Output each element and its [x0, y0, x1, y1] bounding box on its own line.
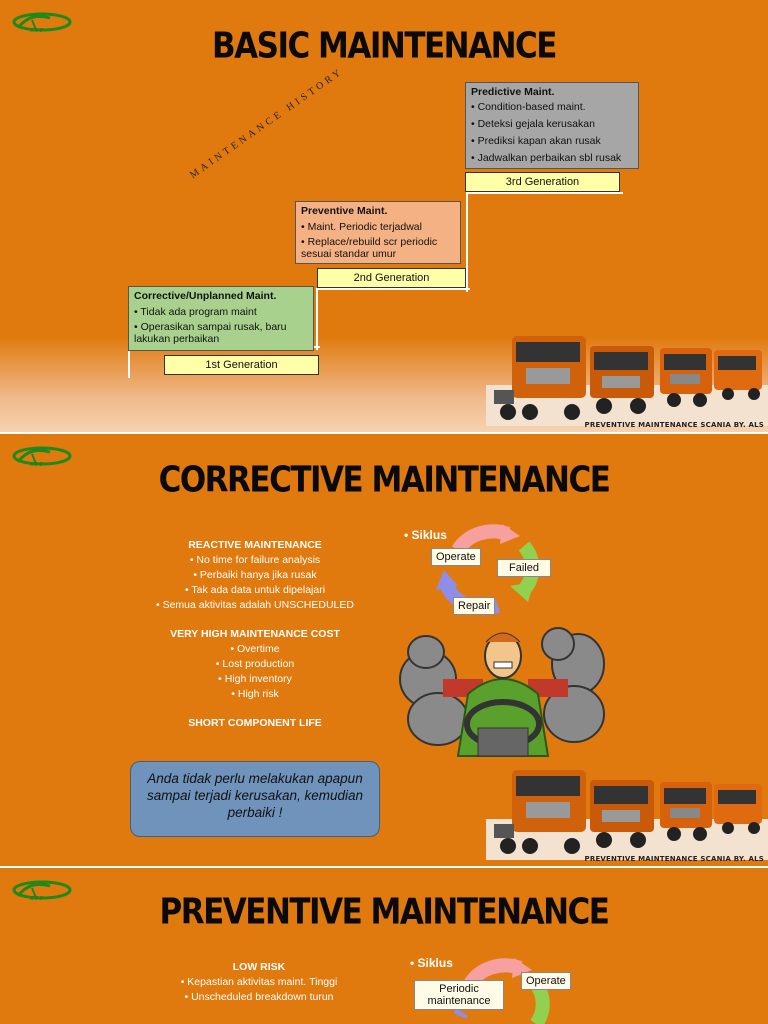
generation-1: 1st Generation	[164, 355, 319, 375]
low-risk-section: LOW RISK • Kepastian aktivitas maint. Ti…	[120, 960, 398, 1005]
slide-title: CORRECTIVE MAINTENANCE	[158, 459, 611, 501]
list-item: • No time for failure analysis	[189, 554, 321, 566]
kpp-logo-icon	[12, 880, 72, 900]
list-item: • High risk	[231, 688, 279, 700]
preventive-item: • Maint. Periodic terjadwal	[301, 221, 422, 233]
preventive-item: • Replace/rebuild scr periodic sesuai st…	[301, 236, 438, 260]
list-item: • Kepastian aktivitas maint. Tinggi	[180, 976, 338, 988]
cycle-operate: Operate	[431, 548, 481, 566]
siklus-label: • Siklus	[410, 956, 453, 970]
cycle-failed: Failed	[497, 559, 551, 577]
slide-title: BASIC MAINTENANCE	[212, 25, 557, 67]
list-item: • High inventory	[218, 673, 292, 685]
corrective-heading: Corrective/Unplanned Maint.	[134, 290, 277, 302]
kpp-logo-icon	[12, 446, 72, 466]
kpp-logo-icon	[12, 12, 72, 32]
section-heading: LOW RISK	[232, 961, 286, 973]
siklus-label: • Siklus	[404, 528, 447, 542]
slide-preventive-maintenance: KPP PREVENTIVE MAINTENANCE LOW RISK • Ke…	[0, 868, 768, 1024]
predictive-heading: Predictive Maint.	[471, 86, 555, 98]
slide-title: PREVENTIVE MAINTENANCE	[159, 891, 610, 933]
section-heading: VERY HIGH MAINTENANCE COST	[170, 628, 340, 640]
predictive-item: • Prediksi kapan akan rusak	[471, 135, 601, 147]
slide-footer: PREVENTIVE MAINTENANCE SCANIA BY. ALS	[584, 421, 764, 429]
generation-3: 3rd Generation	[465, 172, 620, 192]
logo-text: KPP	[30, 462, 45, 468]
slide-corrective-maintenance: KPP CORRECTIVE MAINTENANCE REACTIVE MAIN…	[0, 434, 768, 866]
list-item: • Overtime	[230, 643, 280, 655]
cost-section: VERY HIGH MAINTENANCE COST • Overtime • …	[120, 627, 390, 702]
list-item: • Lost production	[215, 658, 295, 670]
list-item: • Perbaiki hanya jika rusak	[193, 569, 317, 581]
stair-step-3	[466, 192, 623, 292]
maintenance-history-label: MAINTENANCE HISTORY	[188, 65, 346, 182]
cycle-operate: Operate	[521, 972, 571, 990]
truck-icon	[486, 770, 768, 860]
truck-icon	[486, 336, 768, 426]
logo-text: KPP	[30, 896, 45, 902]
preventive-heading: Preventive Maint.	[301, 205, 388, 217]
predictive-box: Predictive Maint. • Condition-based main…	[465, 82, 639, 169]
slide-basic-maintenance: KPP BASIC MAINTENANCE 1st Generation 2nd…	[0, 0, 768, 432]
reactive-section: REACTIVE MAINTENANCE • No time for failu…	[120, 538, 390, 613]
generation-2: 2nd Generation	[317, 268, 466, 288]
stressed-driver-icon	[399, 627, 605, 757]
component-life-section: SHORT COMPONENT LIFE	[120, 716, 390, 731]
callout-box: Anda tidak perlu melakukan apapun sampai…	[130, 761, 380, 837]
list-item: • Tak ada data untuk dipelajari	[184, 584, 326, 596]
section-heading: REACTIVE MAINTENANCE	[188, 539, 322, 551]
list-item: • Unscheduled breakdown turun	[184, 991, 334, 1003]
cycle-repair: Repair	[453, 597, 496, 615]
predictive-item: • Jadwalkan perbaikan sbl rusak	[471, 152, 622, 164]
logo-text: KPP	[30, 28, 45, 34]
predictive-item: • Deteksi gejala kerusakan	[471, 118, 595, 130]
cycle-periodic: Periodic maintenance	[414, 980, 504, 1010]
corrective-item: • Tidak ada program maint	[134, 306, 257, 318]
corrective-item: • Operasikan sampai rusak, baru lakukan …	[134, 321, 287, 345]
section-heading: SHORT COMPONENT LIFE	[188, 717, 322, 729]
corrective-box: Corrective/Unplanned Maint. • Tidak ada …	[128, 286, 314, 351]
predictive-item: • Condition-based maint.	[471, 101, 586, 113]
slide-footer: PREVENTIVE MAINTENANCE SCANIA BY. ALS	[584, 855, 764, 863]
stair-step-2	[316, 288, 470, 350]
preventive-box: Preventive Maint. • Maint. Periodic terj…	[295, 201, 461, 264]
list-item: • Semua aktivitas adalah UNSCHEDULED	[155, 599, 354, 611]
